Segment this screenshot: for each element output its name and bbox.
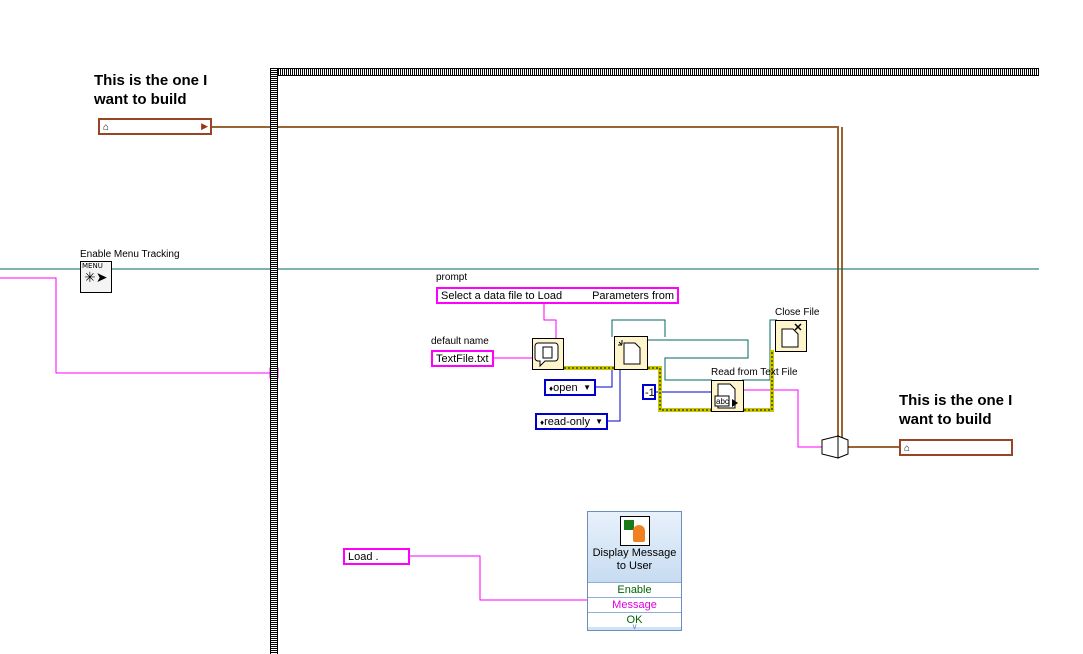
message-user-icon [619,516,650,546]
note-line: This is the one I [899,392,1013,409]
close-file-icon [781,323,802,348]
refnum-wire [0,268,1039,381]
read-text-file-icon: abc [714,383,738,409]
exp-row-message[interactable]: Message [588,597,681,612]
prompt-value: Select a data file to Load [441,290,563,302]
readonly-enum-value: read-only [544,416,590,428]
svg-text:abc: abc [716,397,729,406]
open-enum-constant[interactable]: ♦open ▼ [544,379,596,396]
path-control-left[interactable]: ⌂ ▶ [98,118,212,135]
chevron-down-icon[interactable]: ▼ [595,417,603,426]
note-top-left: This is the one I want to build [94,71,207,109]
readonly-enum-constant[interactable]: ♦read-only ▼ [535,413,608,430]
close-file-label: Close File [775,307,820,318]
exp-row-ok[interactable]: OK [588,612,681,627]
title-line: to User [616,560,653,572]
display-message-header: Display Message to User [588,512,681,582]
bundle-node-icon [821,435,849,459]
prompt-label: prompt [436,272,468,283]
error-wire [564,350,774,412]
expand-chevron-icon[interactable]: ∨ [631,622,638,631]
enum-arrows-icon: ♦ [549,384,554,393]
display-message-title: Display Message to User [588,547,681,573]
menu-cursor-icon: ✳➤ [84,270,108,286]
close-file-node[interactable] [775,320,807,352]
path-indicator-right[interactable]: ⌂ [899,439,1013,456]
sequence-frame-left[interactable] [270,68,278,654]
file-dialog-icon [534,342,559,368]
default-name-label: default name [431,336,489,347]
open-file-node[interactable] [614,336,648,370]
file-dialog-node[interactable] [532,338,564,370]
count-constant[interactable]: -1 [642,384,656,400]
note-line: want to build [899,411,992,428]
note-line: This is the one I [94,72,208,89]
prompt-string-constant[interactable]: Select a data file to Load Parameters fr… [436,287,679,304]
display-message-express-vi[interactable]: Display Message to User Enable Message O… [587,511,682,631]
path-control-arrow[interactable]: ▶ [201,121,208,131]
enum-arrows-icon: ♦ [540,418,545,427]
enum-wire [596,368,712,422]
path-wire [212,126,899,448]
open-file-icon [618,340,641,365]
prompt-extra: Parameters from [592,290,674,302]
sequence-frame-top[interactable] [270,68,1039,76]
enable-menu-tracking-label: Enable Menu Tracking [80,249,180,260]
enable-menu-tracking-node[interactable]: MENU ✳➤ [80,261,112,293]
home-icon: ⌂ [904,443,911,454]
string-wire [0,277,822,601]
read-from-text-file-node[interactable]: abc [711,380,744,412]
note-right: This is the one I want to build [899,391,1012,429]
exp-row-enable[interactable]: Enable [588,582,681,597]
load-string-constant[interactable]: Load . [343,548,410,565]
chevron-down-icon[interactable]: ▼ [583,383,591,392]
home-icon: ⌂ [103,122,110,133]
note-line: want to build [94,91,187,108]
read-from-text-file-label: Read from Text File [711,367,798,378]
title-line: Display Message [592,547,677,559]
default-name-constant[interactable]: TextFile.txt [431,350,494,367]
menu-text: MENU [82,262,103,270]
open-enum-value: open [553,382,578,394]
